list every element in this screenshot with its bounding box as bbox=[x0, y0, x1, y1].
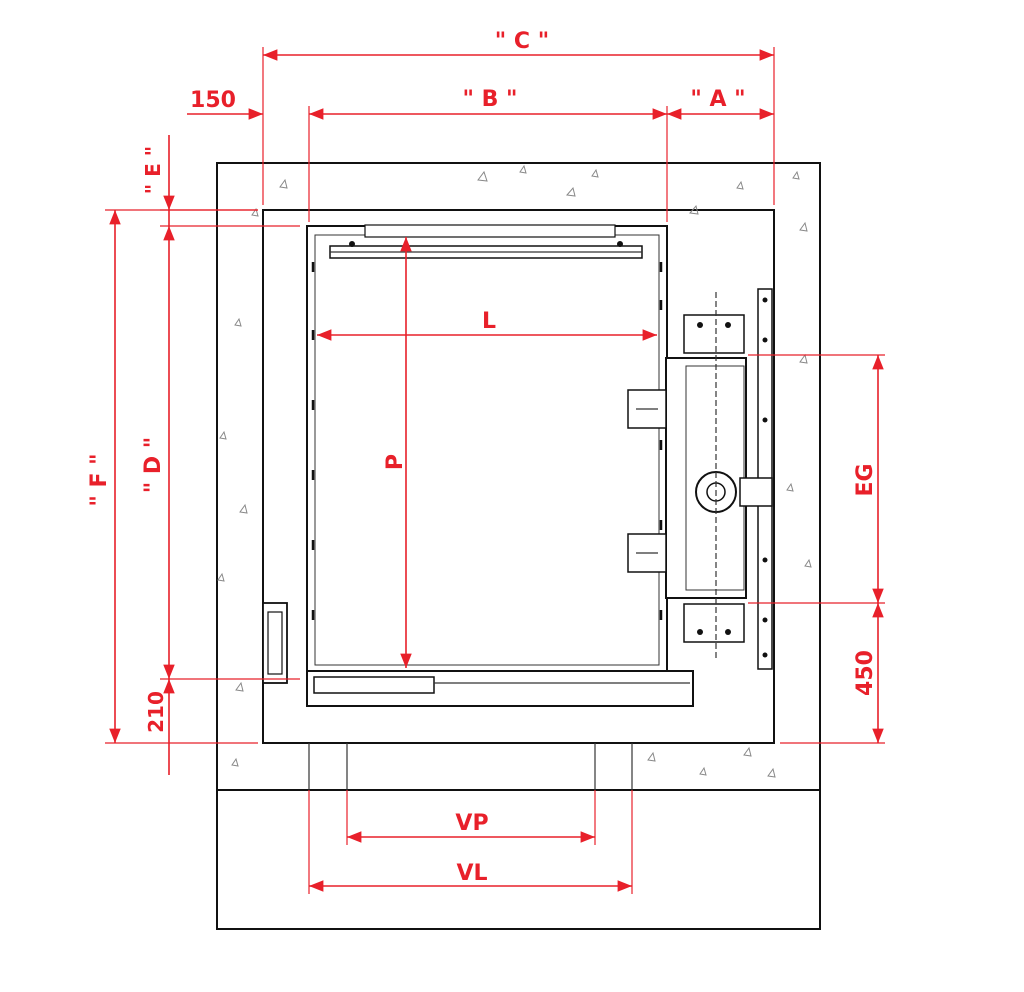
label-f: " F " bbox=[87, 453, 112, 506]
car-inner-wall bbox=[314, 234, 660, 666]
car-top-bracket bbox=[364, 224, 616, 238]
drive-assembly bbox=[349, 241, 773, 670]
wheel-clamp bbox=[739, 477, 773, 507]
label-a: " A " bbox=[690, 87, 745, 112]
label-b: " B " bbox=[462, 87, 517, 112]
label-e: " E " bbox=[141, 146, 165, 194]
label-l: L bbox=[482, 309, 496, 334]
floor-slab bbox=[216, 789, 821, 930]
top-roller-block bbox=[683, 314, 745, 354]
dimension-labels: " C " " B " " A " 150 " E " " F " " D " … bbox=[87, 29, 878, 886]
label-d: " D " bbox=[141, 437, 166, 494]
elevator-car bbox=[262, 224, 694, 707]
label-vl: VL bbox=[456, 861, 487, 886]
bottom-roller-block bbox=[683, 603, 745, 643]
landing-door-leaf bbox=[267, 611, 283, 675]
car-outer-wall bbox=[306, 225, 668, 672]
inner-shaft-outline bbox=[262, 209, 775, 744]
label-vp: VP bbox=[455, 811, 488, 836]
label-150: 150 bbox=[190, 88, 236, 113]
label-eg: EG bbox=[853, 463, 878, 496]
car-door-panel bbox=[313, 676, 435, 694]
label-p: P bbox=[383, 454, 408, 470]
shaft-walls bbox=[216, 162, 821, 930]
label-c: " C " bbox=[495, 29, 549, 54]
concrete-hatch bbox=[217, 164, 812, 778]
label-210: 210 bbox=[144, 691, 168, 733]
car-panel-joints bbox=[311, 262, 663, 620]
label-450: 450 bbox=[853, 650, 878, 696]
dimensions bbox=[105, 47, 885, 894]
bracket-upper bbox=[627, 389, 667, 429]
